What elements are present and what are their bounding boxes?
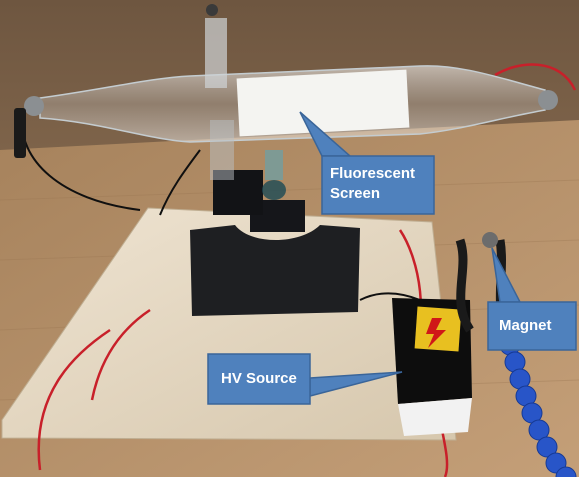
hv-source-box bbox=[392, 298, 472, 436]
fluorescent-screen-label: Fluorescent Screen bbox=[330, 164, 430, 204]
warning-label bbox=[414, 306, 462, 352]
magnet-callout bbox=[487, 247, 577, 351]
alligator-clip bbox=[14, 108, 26, 158]
crt-tube bbox=[24, 4, 558, 180]
fluorescent-screen-callout bbox=[299, 111, 435, 215]
fluorescent-screen-label-line2: Screen bbox=[330, 185, 381, 202]
tube-stand bbox=[190, 150, 360, 316]
hv-source-label: HV Source bbox=[221, 370, 297, 387]
fluorescent-screen-panel bbox=[236, 69, 410, 137]
fluorescent-screen-label-line1: Fluorescent bbox=[330, 165, 416, 182]
magnet-label: Magnet bbox=[499, 317, 552, 334]
red-wires bbox=[37, 63, 577, 477]
hv-source-callout bbox=[207, 353, 403, 405]
